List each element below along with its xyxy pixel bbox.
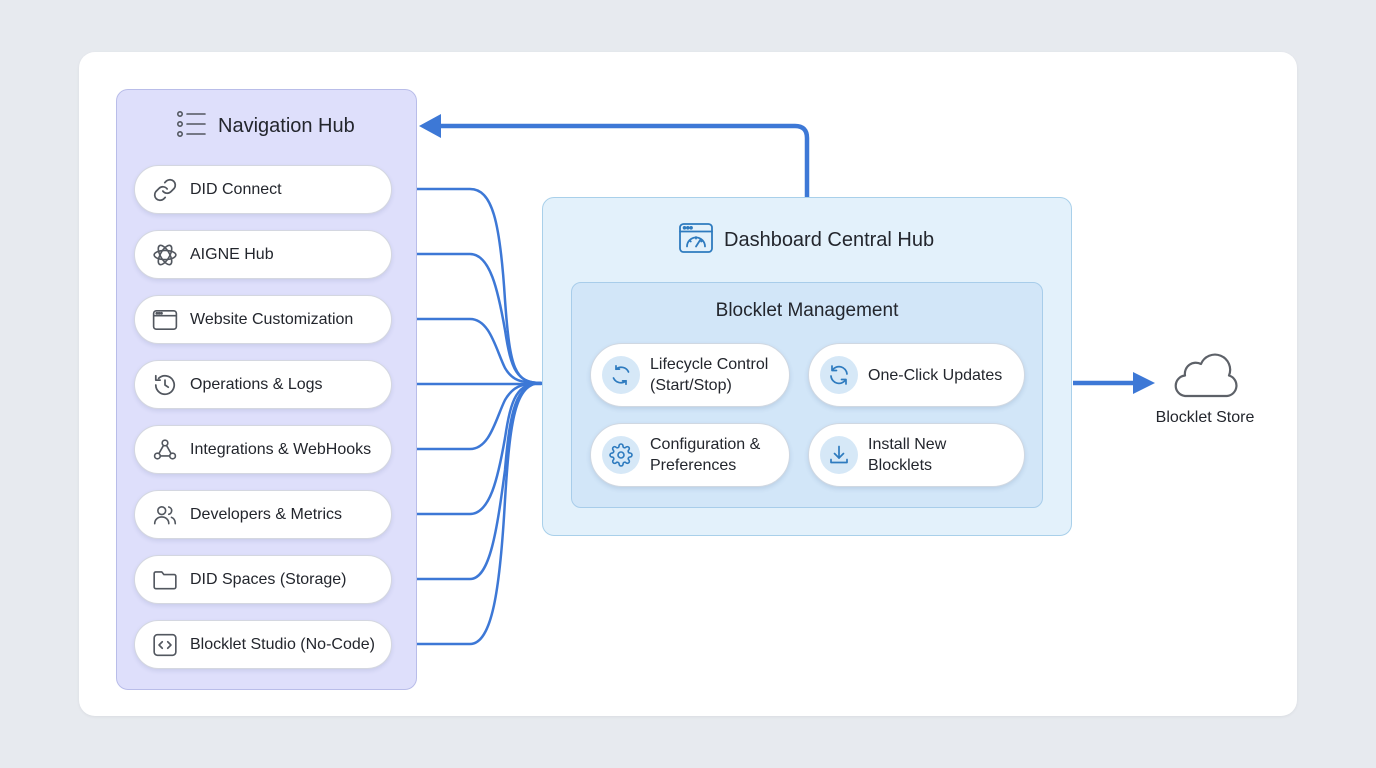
nav-item-developers-metrics[interactable]: Developers & Metrics <box>134 490 392 539</box>
nav-item-label: AIGNE Hub <box>190 245 274 263</box>
action-configuration-preferences[interactable]: Configuration & Preferences <box>590 423 790 487</box>
dashboard-gauge-icon <box>678 222 714 259</box>
refresh-icon <box>820 356 858 394</box>
list-icon <box>176 109 206 144</box>
return-arrow-head <box>419 114 441 138</box>
blocklet-management-title: Blocklet Management <box>715 300 899 321</box>
action-label: Lifecycle Control (Start/Stop) <box>650 356 769 394</box>
navigation-hub-header: Navigation Hub <box>176 110 355 142</box>
nav-item-operations-logs[interactable]: Operations & Logs <box>134 360 392 409</box>
nav-item-integrations-webhooks[interactable]: Integrations & WebHooks <box>134 425 392 474</box>
users-icon <box>152 502 178 528</box>
dashboard-title: Dashboard Central Hub <box>724 228 935 251</box>
action-label: Install New Blocklets <box>868 436 947 474</box>
code-brackets-icon <box>152 632 178 658</box>
connector-website-customization <box>391 317 543 385</box>
webhook-icon <box>152 437 178 463</box>
nav-item-label: DID Spaces (Storage) <box>190 570 347 588</box>
action-lifecycle-control[interactable]: Lifecycle Control (Start/Stop) <box>590 343 790 407</box>
nav-item-label: Operations & Logs <box>190 375 323 393</box>
nav-item-label: Integrations & WebHooks <box>190 440 372 458</box>
nav-item-label: Website Customization <box>190 310 354 328</box>
lifecycle-cycle-icon <box>602 356 640 394</box>
nav-item-label: Developers & Metrics <box>190 505 343 523</box>
navigation-hub-title: Navigation Hub <box>218 114 355 137</box>
action-one-click-updates[interactable]: One-Click Updates <box>808 343 1025 407</box>
store-arrow-head <box>1133 372 1155 394</box>
ai-knot-icon <box>152 242 178 268</box>
action-install-new-blocklets[interactable]: Install New Blocklets <box>808 423 1025 487</box>
connector-blocklet-studio <box>391 381 543 646</box>
nav-item-did-spaces[interactable]: DID Spaces (Storage) <box>134 555 392 604</box>
browser-window-icon <box>152 307 178 333</box>
nav-item-blocklet-studio[interactable]: Blocklet Studio (No-Code) <box>134 620 392 669</box>
nav-item-website-customization[interactable]: Website Customization <box>134 295 392 344</box>
action-label: One-Click Updates <box>868 366 1003 384</box>
download-icon <box>820 436 858 474</box>
cloud-icon[interactable] <box>1170 352 1242 405</box>
connector-integrations <box>391 381 543 451</box>
action-label: Configuration & Preferences <box>650 436 761 474</box>
nav-item-aigne-hub[interactable]: AIGNE Hub <box>134 230 392 279</box>
dashboard-header: Dashboard Central Hub <box>678 222 935 259</box>
return-arrow-line <box>438 123 810 197</box>
link-icon <box>152 177 178 203</box>
nav-item-label: DID Connect <box>190 180 282 198</box>
nav-item-label: Blocklet Studio (No-Code) <box>190 635 375 653</box>
blocklet-store-label: Blocklet Store <box>1155 409 1255 426</box>
connector-developers <box>391 381 543 516</box>
connector-aigne-hub <box>391 252 543 385</box>
nav-item-did-connect[interactable]: DID Connect <box>134 165 392 214</box>
history-clock-icon <box>152 372 178 398</box>
folder-icon <box>152 567 178 593</box>
settings-gear-icon <box>602 436 640 474</box>
